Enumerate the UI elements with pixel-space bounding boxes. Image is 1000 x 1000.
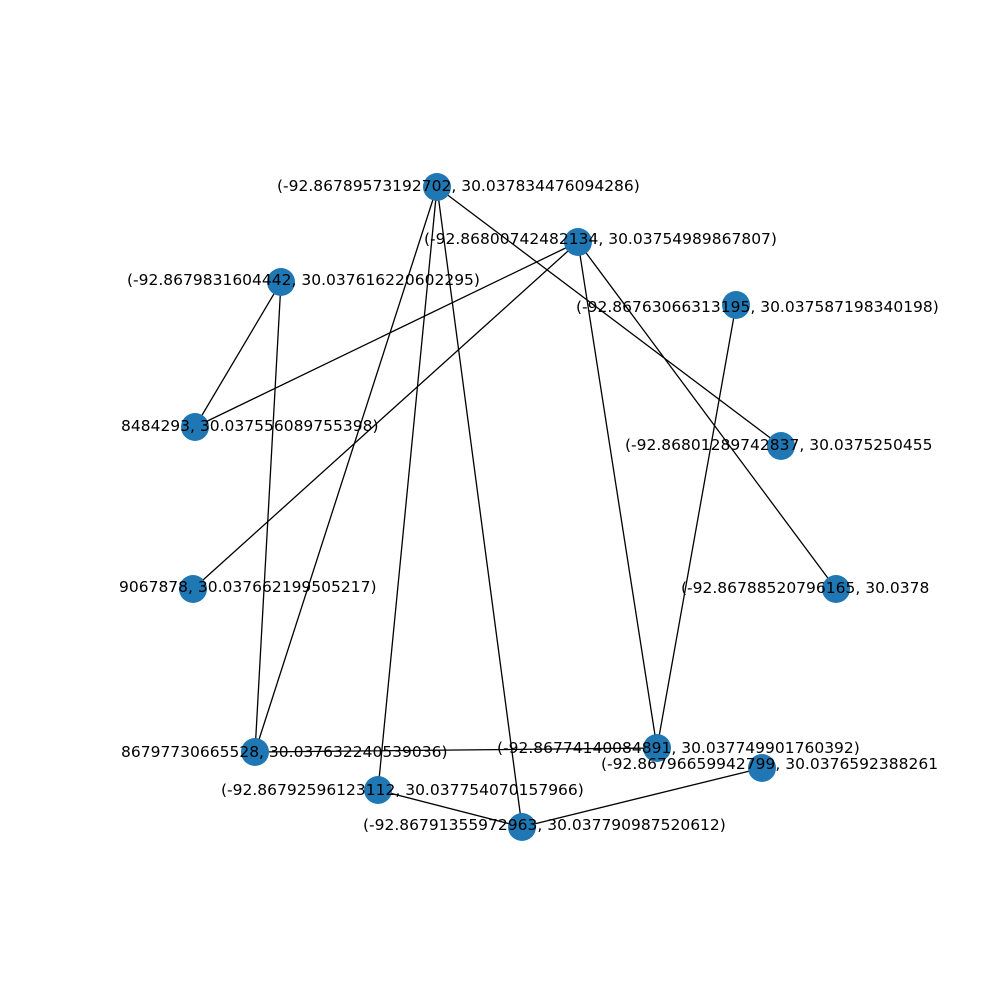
node-label: (-92.86800742482134, 30.03754989867807)	[424, 230, 777, 248]
node-label: (-92.86792596123112, 30.037754070157966)	[221, 781, 584, 799]
graph-edge	[436, 186, 523, 828]
node-label: (-92.86796659942799, 30.0376592388261	[601, 755, 939, 773]
graph-edge	[377, 789, 523, 828]
nodes-layer	[179, 173, 850, 841]
graph-node[interactable]	[822, 575, 850, 603]
graph-node[interactable]	[722, 291, 750, 319]
graph-node[interactable]	[267, 268, 295, 296]
node-label: (-92.8679831604442, 30.037616220602295)	[127, 271, 480, 289]
graph-edge	[656, 304, 737, 749]
node-label: (-92.86774140084891, 30.037749901760392)	[497, 739, 860, 757]
node-label: (-92.86788520796165, 30.0378	[681, 579, 930, 597]
graph-edge	[254, 747, 658, 753]
node-label: (-92.86789573192702, 30.037834476094286)	[277, 177, 640, 195]
node-label: (-92.86801289742837, 30.0375250455	[625, 436, 933, 454]
graph-node[interactable]	[748, 754, 776, 782]
graph-node[interactable]	[643, 734, 671, 762]
graph-edge	[577, 241, 837, 590]
graph-node[interactable]	[364, 776, 392, 804]
graph-edge	[192, 241, 579, 590]
graph-node[interactable]	[181, 413, 209, 441]
node-label: (-92.86763066313195, 30.037587198340198)	[576, 298, 939, 316]
node-label: (-92.86791355972963, 30.037790987520612)	[363, 816, 726, 834]
graph-node[interactable]	[423, 173, 451, 201]
graph-edge	[194, 241, 579, 428]
graph-edge	[377, 186, 438, 791]
node-label: 8484293, 30.037556089755398)	[121, 417, 379, 435]
graph-edge	[436, 186, 782, 447]
graph-node[interactable]	[767, 432, 795, 460]
graph-edge	[254, 186, 438, 753]
graph-node[interactable]	[508, 813, 536, 841]
node-label: 86797730665528, 30.037632240539036)	[121, 743, 448, 761]
node-label: 9067878, 30.037662199505217)	[119, 578, 377, 596]
graph-edge	[254, 281, 282, 753]
edges-layer	[192, 186, 837, 828]
graph-node[interactable]	[241, 738, 269, 766]
graph-node[interactable]	[564, 228, 592, 256]
graph-edge	[577, 241, 658, 749]
graph-edge	[521, 767, 763, 828]
graph-edge	[194, 281, 282, 428]
graph-node[interactable]	[179, 575, 207, 603]
